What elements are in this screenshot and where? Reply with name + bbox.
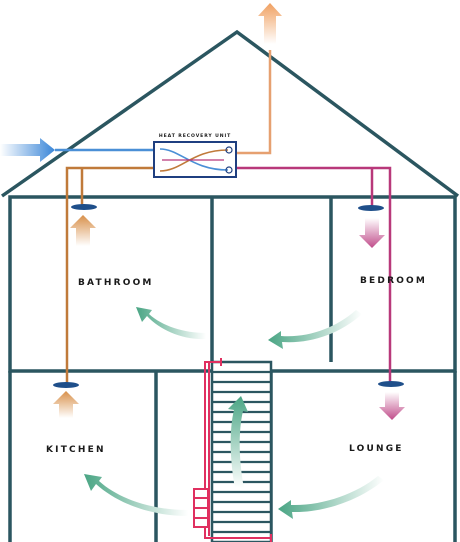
room-label-bedroom: BEDROOM	[360, 276, 427, 286]
extract-duct	[65, 166, 154, 383]
heat-recovery-unit: HEAT RECOVERY UNIT	[153, 133, 237, 178]
kitchen-extract-arrow	[53, 391, 79, 418]
fresh-air-in-arrow	[0, 138, 55, 162]
airflow-arrow-stairs	[228, 396, 248, 488]
room-label-kitchen: KITCHEN	[46, 445, 106, 455]
airflow-arrow-lower-right	[278, 476, 384, 519]
staircase	[210, 360, 273, 542]
vents	[53, 204, 404, 388]
bedroom-vent	[358, 205, 384, 211]
bathroom-vent	[71, 204, 97, 210]
airflow-arrow-upper-right	[268, 310, 362, 349]
roof	[0, 29, 460, 198]
exhaust-out-arrow	[258, 3, 282, 44]
airflow-arrow-upper-left	[136, 307, 206, 340]
airflow-arrows	[84, 307, 384, 519]
bathroom-extract-arrow	[70, 215, 96, 246]
room-label-lounge: LOUNGE	[349, 444, 404, 454]
heat-recovery-unit-label: HEAT RECOVERY UNIT	[159, 133, 231, 139]
lounge-supply-arrow	[379, 392, 405, 420]
kitchen-vent	[53, 382, 79, 388]
airflow-arrow-lower-left	[84, 474, 188, 516]
exhaust-duct	[236, 50, 272, 155]
room-label-bathroom: BATHROOM	[78, 278, 154, 288]
supply-duct	[236, 166, 392, 382]
lounge-vent	[378, 381, 404, 387]
bedroom-supply-arrow	[359, 218, 385, 248]
heating-pipe	[193, 358, 272, 542]
